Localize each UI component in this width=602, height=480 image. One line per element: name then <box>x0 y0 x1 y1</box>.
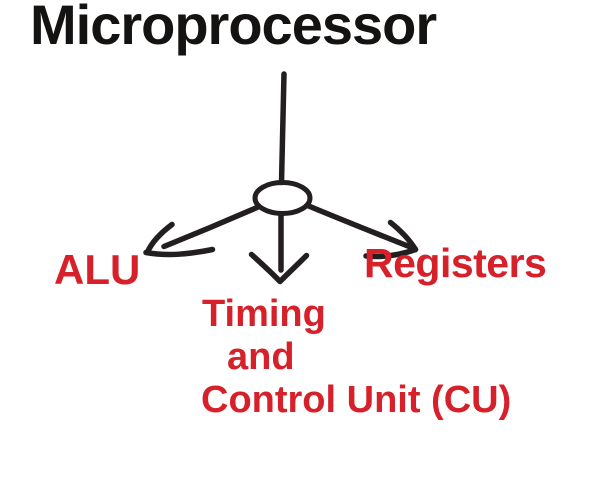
connector-stroke-group <box>143 71 419 285</box>
arrow-to-registers-head-lower <box>363 246 419 260</box>
timing-cu-label-line3: Control Unit (CU) <box>201 379 512 421</box>
hub-ellipse <box>252 180 313 216</box>
registers-label: Registers <box>364 240 547 286</box>
alu-label: ALU <box>54 246 141 293</box>
arrow-to-cu-head <box>248 251 310 285</box>
diagram-title: Microprocessor <box>30 0 437 56</box>
arrow-to-alu-head-lower <box>143 246 216 258</box>
timing-cu-label-line2: and <box>227 336 295 378</box>
timing-cu-label-line1: Timing <box>202 293 326 335</box>
arrow-to-alu-head-upper <box>144 221 175 255</box>
arrow-to-alu-shaft <box>161 204 260 250</box>
arrow-to-registers-shaft <box>304 202 412 250</box>
trunk-line <box>278 71 287 186</box>
arrow-to-registers-head-upper <box>387 219 419 253</box>
